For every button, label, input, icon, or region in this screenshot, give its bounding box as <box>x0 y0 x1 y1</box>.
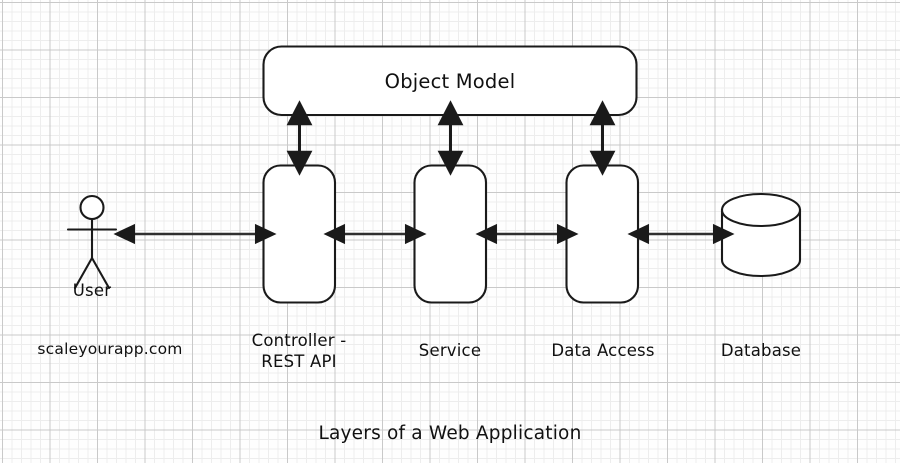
node-user-shape[interactable] <box>66 194 118 290</box>
watermark-label: scaleyourapp.com <box>37 340 183 358</box>
node-object-model-label: Object Model <box>384 70 516 93</box>
node-data-access-label: Data Access <box>551 341 655 360</box>
node-controller-label: Controller - REST API <box>251 331 347 372</box>
node-service-shape[interactable] <box>413 164 488 304</box>
node-database-shape[interactable] <box>720 192 802 278</box>
node-data-access-shape[interactable] <box>565 164 640 304</box>
node-user-label: User <box>72 281 112 300</box>
node-database-label: Database <box>720 341 802 360</box>
node-controller-shape[interactable] <box>262 164 337 304</box>
node-service-label: Service <box>418 341 482 360</box>
diagram-title: Layers of a Web Application <box>318 423 582 444</box>
